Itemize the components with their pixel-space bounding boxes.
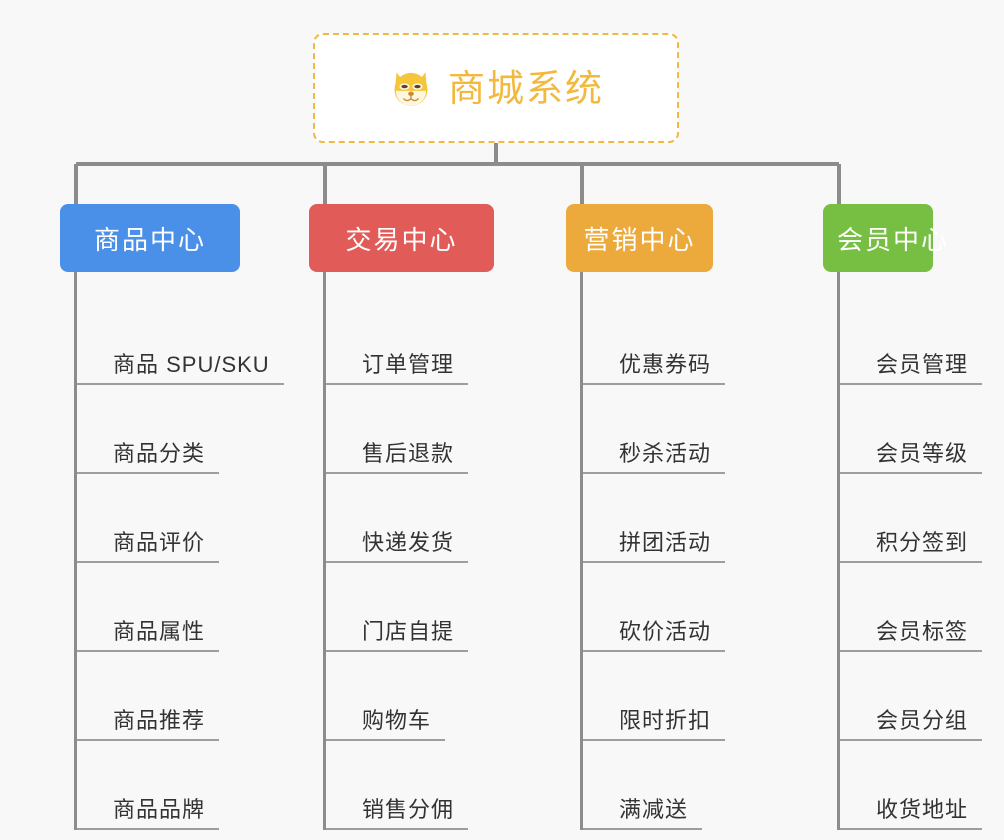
list-item[interactable]: 秒杀活动 (583, 385, 726, 474)
list-item[interactable]: 收货地址 (840, 741, 983, 830)
leaf-label: 会员分组 (840, 708, 983, 741)
leaf-label: 订单管理 (326, 352, 469, 385)
leaf-label: 会员管理 (840, 352, 983, 385)
branch-column-1: 商品中心 商品 SPU/SKU 商品分类 商品评价 商品属性 商品推荐 商品品牌 (60, 204, 284, 830)
category-label: 交易中心 (345, 224, 458, 255)
list-item[interactable]: 售后退款 (326, 385, 494, 474)
category-header-product-center[interactable]: 商品中心 (60, 204, 240, 272)
list-item[interactable]: 会员分组 (840, 652, 983, 741)
list-item[interactable]: 商品分类 (77, 385, 284, 474)
list-item[interactable]: 销售分佣 (326, 741, 494, 830)
leaf-label: 拼团活动 (583, 530, 726, 563)
leaf-label: 满减送 (583, 797, 703, 830)
category-label: 会员中心 (837, 224, 950, 255)
leaf-label: 销售分佣 (326, 797, 469, 830)
category-label: 商品中心 (93, 224, 206, 255)
leaf-label: 积分签到 (840, 530, 983, 563)
leaf-label: 会员等级 (840, 441, 983, 474)
list-item[interactable]: 会员标签 (840, 563, 983, 652)
leaf-list-trade-center: 订单管理 售后退款 快递发货 门店自提 购物车 销售分佣 (323, 272, 494, 830)
leaf-label: 商品评价 (77, 530, 220, 563)
branch-column-4: 会员中心 会员管理 会员等级 积分签到 会员标签 会员分组 收货地址 (823, 204, 983, 830)
dog-face-icon (394, 72, 428, 106)
list-item[interactable]: 商品品牌 (77, 741, 284, 830)
list-item[interactable]: 拼团活动 (583, 474, 726, 563)
leaf-label: 限时折扣 (583, 708, 726, 741)
category-label: 营销中心 (583, 224, 696, 255)
leaf-list-marketing-center: 优惠券码 秒杀活动 拼团活动 砍价活动 限时折扣 满减送 (580, 272, 726, 830)
category-header-member-center[interactable]: 会员中心 (823, 204, 947, 272)
list-item[interactable]: 会员管理 (840, 296, 983, 385)
category-header-trade-center[interactable]: 交易中心 (309, 204, 494, 272)
leaf-label: 售后退款 (326, 441, 469, 474)
leaf-label: 商品属性 (77, 619, 220, 652)
leaf-label: 砍价活动 (583, 619, 726, 652)
list-item[interactable]: 商品评价 (77, 474, 284, 563)
leaf-label: 会员标签 (840, 619, 983, 652)
leaf-list-product-center: 商品 SPU/SKU 商品分类 商品评价 商品属性 商品推荐 商品品牌 (74, 272, 284, 830)
branch-column-2: 交易中心 订单管理 售后退款 快递发货 门店自提 购物车 销售分佣 (309, 204, 494, 830)
list-item[interactable]: 优惠券码 (583, 296, 726, 385)
list-item[interactable]: 砍价活动 (583, 563, 726, 652)
list-item[interactable]: 满减送 (583, 741, 725, 830)
leaf-label: 商品 SPU/SKU (77, 352, 284, 385)
list-item[interactable]: 限时折扣 (583, 652, 726, 741)
leaf-label: 商品品牌 (77, 797, 220, 830)
list-item[interactable]: 购物车 (326, 652, 494, 741)
list-item[interactable]: 商品推荐 (77, 652, 284, 741)
leaf-label: 门店自提 (326, 619, 469, 652)
leaf-label: 优惠券码 (583, 352, 726, 385)
leaf-label: 快递发货 (326, 530, 469, 563)
branch-column-3: 营销中心 优惠券码 秒杀活动 拼团活动 砍价活动 限时折扣 满减送 (566, 204, 726, 830)
leaf-label: 商品分类 (77, 441, 220, 474)
list-item[interactable]: 门店自提 (326, 563, 494, 652)
list-item[interactable]: 商品 SPU/SKU (77, 296, 284, 385)
list-item[interactable]: 商品属性 (77, 563, 284, 652)
leaf-list-member-center: 会员管理 会员等级 积分签到 会员标签 会员分组 收货地址 (837, 272, 983, 830)
list-item[interactable]: 积分签到 (840, 474, 983, 563)
list-item[interactable]: 会员等级 (840, 385, 983, 474)
root-title: 商城系统 (448, 67, 604, 109)
leaf-label: 收货地址 (840, 797, 983, 830)
leaf-label: 秒杀活动 (583, 441, 726, 474)
list-item[interactable]: 快递发货 (326, 474, 494, 563)
leaf-label: 购物车 (326, 708, 446, 741)
root-node[interactable]: 商城系统 (313, 33, 679, 143)
leaf-label: 商品推荐 (77, 708, 220, 741)
category-header-marketing-center[interactable]: 营销中心 (566, 204, 713, 272)
list-item[interactable]: 订单管理 (326, 296, 494, 385)
